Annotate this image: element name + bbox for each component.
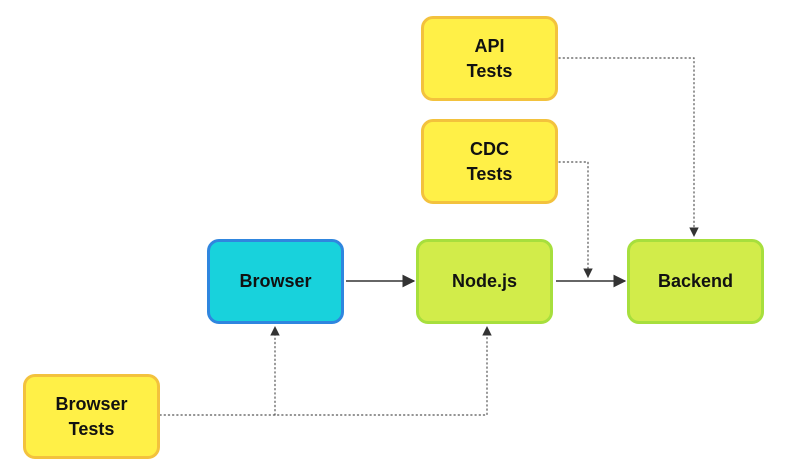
backend-label: Backend bbox=[657, 271, 734, 291]
backend-node[interactable]: Backend bbox=[627, 239, 764, 324]
arrow-api-tests-to-backend bbox=[558, 57, 699, 237]
cdc-tests-node[interactable]: CDC Tests bbox=[421, 119, 558, 204]
browser-tests-label: Browser Tests bbox=[55, 393, 128, 439]
nodejs-node[interactable]: Node.js bbox=[416, 239, 553, 324]
api-tests-node[interactable]: API Tests bbox=[421, 16, 558, 101]
nodejs-label: Node.js bbox=[451, 271, 517, 291]
browser-node[interactable]: Browser bbox=[207, 239, 344, 324]
browser-label: Browser bbox=[239, 271, 312, 291]
arrow-browser-tests-to-nodejs bbox=[159, 326, 492, 416]
arrow-cdc-tests-to-backend bbox=[558, 161, 593, 278]
api-tests-label: API Tests bbox=[466, 35, 513, 81]
cdc-tests-label: CDC Tests bbox=[466, 138, 513, 184]
browser-tests-node[interactable]: Browser Tests bbox=[23, 374, 160, 459]
